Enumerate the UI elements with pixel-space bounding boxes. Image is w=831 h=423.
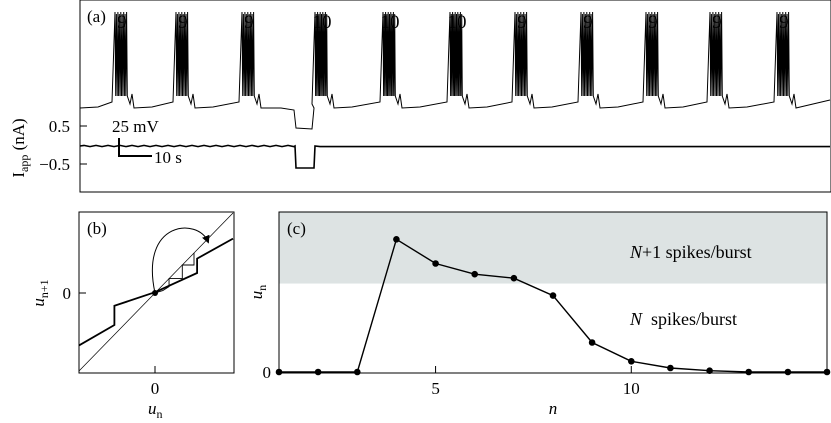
un-point <box>314 368 322 376</box>
un-point <box>745 368 752 376</box>
panel-b-xlabel: un <box>148 399 163 421</box>
panel-b: (b) 0 0 un un+1 <box>29 211 235 421</box>
scale-voltage: 25 mV <box>112 117 159 136</box>
un-point <box>784 368 792 376</box>
current-trace <box>79 144 830 169</box>
xtick-c-label: 10 <box>623 379 640 398</box>
un-point <box>471 270 479 278</box>
xtick-b-0: 0 <box>151 379 160 398</box>
voltage-trace <box>79 11 831 130</box>
panel-a-label: (a) <box>87 7 106 26</box>
un-point <box>823 368 831 376</box>
un-series-points <box>275 236 831 376</box>
panel-c-frame <box>278 211 828 374</box>
un-point <box>510 274 518 282</box>
scale-bar <box>118 138 152 157</box>
panel-c-xticks: 5 10 <box>431 366 640 398</box>
panel-c-xlabel: n <box>549 399 558 418</box>
fixed-point <box>152 290 158 296</box>
un-point <box>432 260 439 267</box>
panel-b-ylabel: un+1 <box>29 279 51 306</box>
un-point <box>706 367 713 375</box>
ytick-b-0: 0 <box>63 284 72 303</box>
panel-b-label: (b) <box>87 219 107 238</box>
panel-a-ylabel: Iapp (nA) <box>9 118 31 177</box>
un-point <box>667 364 674 372</box>
ytick-a-0: 0.5 <box>49 117 70 136</box>
un-point <box>628 358 635 365</box>
region-label-lower: N spikes/burst <box>629 309 737 329</box>
scale-time: 10 s <box>154 148 182 167</box>
cobweb-path <box>154 253 195 294</box>
xtick-c-label: 5 <box>431 379 440 398</box>
iteration-arrow <box>152 227 210 294</box>
un-point <box>588 339 596 346</box>
ytick-c-0: 0 <box>263 363 272 382</box>
region-label-upper: N+1 spikes/burst <box>629 242 752 262</box>
panel-c-ylabel: un <box>247 285 269 300</box>
ytick-a-1: −0.5 <box>39 155 70 174</box>
un-point <box>549 292 557 299</box>
un-point <box>393 236 400 243</box>
n-plus-one-region <box>279 212 827 284</box>
panel-c-label: (c) <box>287 219 306 238</box>
un-point <box>354 368 361 376</box>
